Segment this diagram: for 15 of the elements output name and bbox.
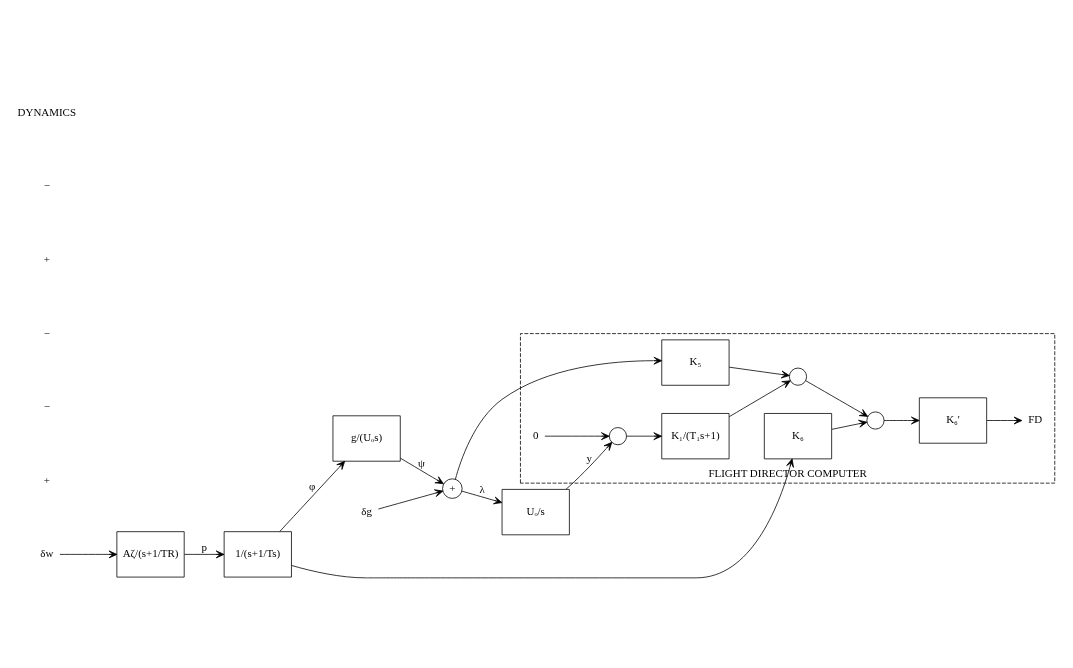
label: −: [43, 179, 50, 192]
node-text: δg: [361, 505, 372, 517]
node-text: 0: [532, 429, 539, 442]
edge-label: y: [586, 452, 593, 465]
label: DYNAMICS: [17, 105, 77, 118]
edge-label: ψ: [417, 456, 425, 469]
node-text: δw: [40, 547, 54, 560]
label: −: [43, 400, 50, 413]
edge-label: φ: [309, 479, 316, 492]
edge-label: λ: [479, 482, 485, 495]
label: +: [43, 473, 50, 486]
node-text: FD: [1028, 413, 1043, 426]
label: −: [43, 326, 50, 339]
label: +: [43, 252, 50, 265]
edge-label: p: [201, 541, 207, 554]
